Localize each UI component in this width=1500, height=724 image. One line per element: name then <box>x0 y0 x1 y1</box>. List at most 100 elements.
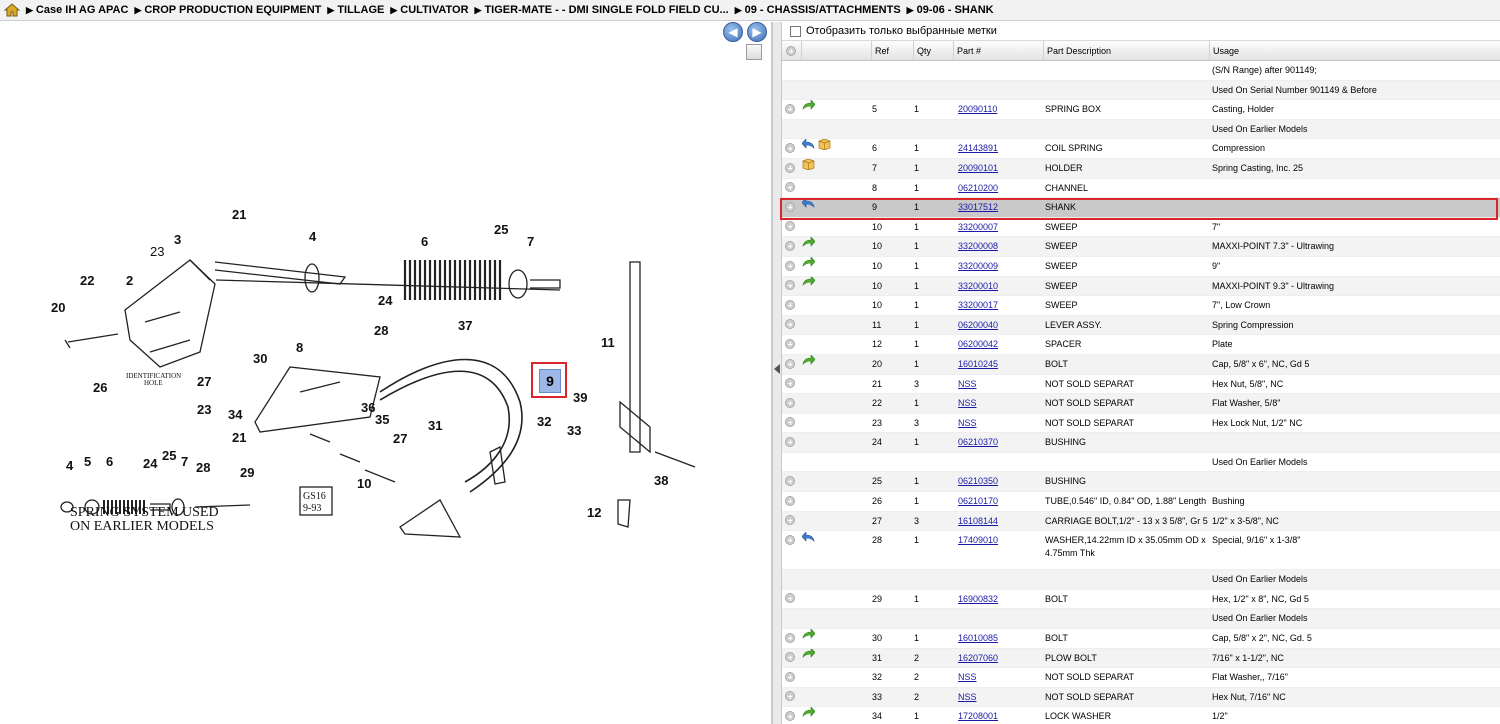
breadcrumb-item[interactable]: 09 - CHASSIS/ATTACHMENTS <box>744 4 901 16</box>
plus-icon[interactable] <box>785 515 795 526</box>
green-arrow-icon[interactable] <box>802 354 816 373</box>
callout-7b[interactable]: 7 <box>181 454 188 469</box>
row-expand[interactable] <box>785 198 797 217</box>
row-expand[interactable] <box>785 649 797 668</box>
part-number-link[interactable]: 06200042 <box>958 339 999 350</box>
callout-6[interactable]: 6 <box>421 234 428 249</box>
callout-35[interactable]: 35 <box>375 412 389 427</box>
part-number-link[interactable]: 06210350 <box>958 476 999 487</box>
callout-28[interactable]: 28 <box>374 323 388 338</box>
breadcrumb-item[interactable]: TIGER-MATE - - DMI SINGLE FOLD FIELD CU.… <box>484 4 729 16</box>
usage-column-header[interactable]: Usage <box>1213 46 1240 56</box>
row-expand[interactable] <box>785 218 797 237</box>
green-arrow-icon[interactable] <box>802 276 816 295</box>
callout-2[interactable]: 2 <box>126 273 133 288</box>
plus-icon[interactable] <box>785 534 795 545</box>
part-number-link[interactable]: NSS <box>958 378 977 389</box>
part-number-link[interactable]: 16010245 <box>958 358 999 369</box>
part-number-link[interactable]: 06210370 <box>958 437 999 448</box>
selected-callout-9[interactable]: 9 <box>531 362 567 398</box>
callout-6b[interactable]: 6 <box>106 454 113 469</box>
plus-icon[interactable] <box>785 358 795 369</box>
plus-icon[interactable] <box>785 711 795 722</box>
table-row[interactable]: (S/N Range) after 901149; <box>782 61 1500 81</box>
part-number-link[interactable]: 17409010 <box>958 535 999 546</box>
part-number-link[interactable]: 33017512 <box>958 202 999 213</box>
part-number-link[interactable]: 33200008 <box>958 241 999 252</box>
row-expand[interactable] <box>785 492 797 511</box>
table-row[interactable]: Used On Earlier Models <box>782 609 1500 630</box>
part-number-link[interactable]: 06200040 <box>958 319 999 330</box>
plus-icon[interactable] <box>785 201 795 212</box>
qty-column-header[interactable]: Qty <box>914 41 954 61</box>
row-expand[interactable] <box>785 531 797 569</box>
row-expand[interactable] <box>785 355 797 374</box>
plus-icon[interactable] <box>785 691 795 702</box>
breadcrumb-item[interactable]: CULTIVATOR <box>400 4 469 16</box>
table-row[interactable]: Used On Earlier Models <box>782 119 1500 140</box>
callout-10[interactable]: 10 <box>357 476 371 491</box>
part-number-link[interactable]: 33200009 <box>958 260 999 271</box>
description-column-header[interactable]: Part Description <box>1044 41 1210 61</box>
callout-7[interactable]: 7 <box>527 234 534 249</box>
row-expand[interactable] <box>785 512 797 531</box>
part-number-link[interactable]: 20090110 <box>958 104 998 115</box>
callout-29[interactable]: 29 <box>240 465 254 480</box>
row-expand[interactable] <box>785 433 797 452</box>
part-number-link[interactable]: NSS <box>958 672 977 683</box>
show-selected-only-checkbox[interactable] <box>790 25 801 37</box>
row-expand[interactable] <box>785 394 797 413</box>
collapse-arrow-icon[interactable] <box>774 364 780 374</box>
next-button[interactable]: ▶ <box>747 22 767 42</box>
plus-icon[interactable] <box>785 299 795 310</box>
home-icon[interactable] <box>4 3 20 17</box>
callout-5[interactable]: 5 <box>84 454 91 469</box>
callout-33[interactable]: 33 <box>567 423 581 438</box>
part-number-link[interactable]: 06210170 <box>958 496 999 507</box>
blue-arrow-icon[interactable] <box>802 139 815 157</box>
table-row[interactable]: Used On Earlier Models <box>782 453 1500 473</box>
green-arrow-icon[interactable] <box>802 648 816 667</box>
part-number-link[interactable]: 20090101 <box>958 162 999 173</box>
callout-38[interactable]: 38 <box>654 473 668 488</box>
row-expand[interactable] <box>785 179 797 198</box>
callout-3[interactable]: 3 <box>174 232 181 247</box>
row-expand[interactable] <box>785 375 797 394</box>
plus-icon[interactable] <box>785 338 795 349</box>
green-arrow-icon[interactable] <box>802 237 816 255</box>
panel-splitter[interactable] <box>772 22 782 724</box>
row-expand[interactable] <box>785 414 797 433</box>
part-number-link[interactable]: NSS <box>958 398 977 409</box>
fit-view-button[interactable] <box>746 44 762 60</box>
callout-36[interactable]: 36 <box>361 400 375 415</box>
plus-icon[interactable] <box>785 280 795 291</box>
breadcrumb-item[interactable]: Case IH AG APAC <box>35 4 129 16</box>
callout-4[interactable]: 4 <box>309 229 317 244</box>
table-row[interactable]: Used On Earlier Models <box>782 570 1500 590</box>
blue-arrow-icon[interactable] <box>802 198 815 216</box>
callout-23b[interactable]: 23 <box>197 402 211 417</box>
callout-24b[interactable]: 24 <box>143 456 158 471</box>
plus-icon[interactable] <box>785 476 795 487</box>
callout-27b[interactable]: 27 <box>393 431 407 446</box>
part-number-link[interactable]: 17208001 <box>958 711 999 722</box>
row-expand[interactable] <box>785 237 797 256</box>
callout-32[interactable]: 32 <box>537 414 551 429</box>
green-arrow-icon[interactable] <box>802 256 816 275</box>
